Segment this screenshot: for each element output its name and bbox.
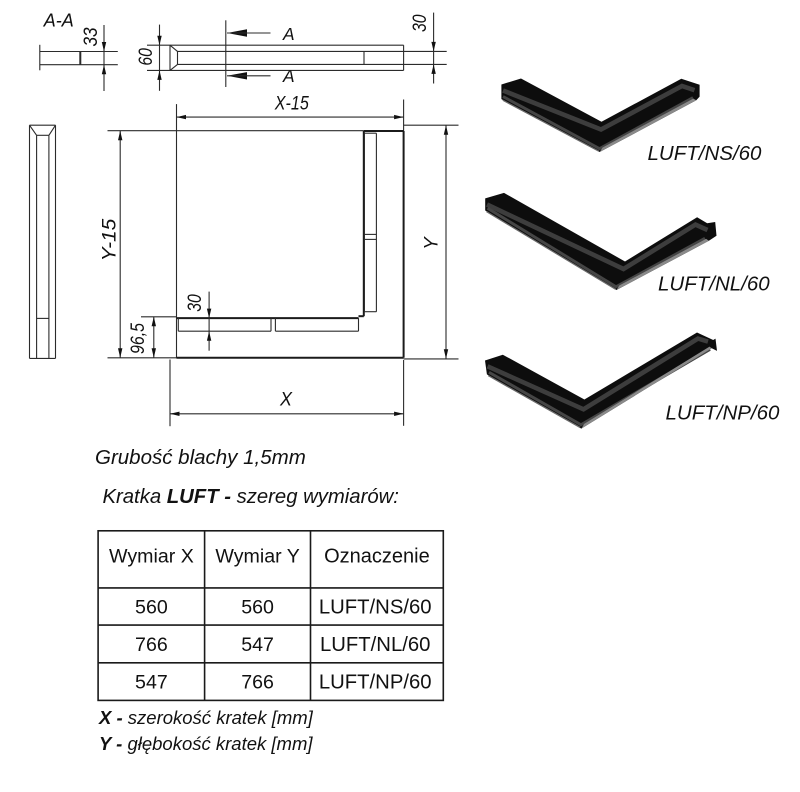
svg-text:LUFT/NP/60: LUFT/NP/60 <box>666 402 781 425</box>
svg-text:560: 560 <box>241 597 274 619</box>
svg-text:Y: Y <box>421 236 442 250</box>
svg-text:Oznaczenie: Oznaczenie <box>324 545 430 567</box>
svg-text:766: 766 <box>241 672 274 694</box>
svg-text:X - szerokość kratek [mm]: X - szerokość kratek [mm] <box>98 707 314 728</box>
svg-text:96,5: 96,5 <box>128 323 149 354</box>
svg-text:LUFT/NL/60: LUFT/NL/60 <box>320 634 430 656</box>
svg-text:Y - głębokość kratek [mm]: Y - głębokość kratek [mm] <box>99 733 313 754</box>
svg-text:Wymiar Y: Wymiar Y <box>215 545 299 567</box>
svg-text:Wymiar X: Wymiar X <box>109 545 194 567</box>
svg-text:60: 60 <box>136 48 157 66</box>
svg-text:LUFT/NP/60: LUFT/NP/60 <box>319 672 432 694</box>
svg-text:LUFT/NL/60: LUFT/NL/60 <box>658 273 770 296</box>
svg-text:33: 33 <box>81 27 102 46</box>
svg-text:A-A: A-A <box>43 10 74 30</box>
svg-text:X: X <box>279 390 293 411</box>
svg-text:30: 30 <box>410 14 431 32</box>
svg-text:Kratka LUFT - szereg wymiarów:: Kratka LUFT - szereg wymiarów: <box>103 486 399 508</box>
svg-text:547: 547 <box>241 634 274 656</box>
svg-text:LUFT/NS/60: LUFT/NS/60 <box>648 142 763 165</box>
svg-text:547: 547 <box>135 672 168 694</box>
svg-text:Grubość blachy 1,5mm: Grubość blachy 1,5mm <box>95 446 306 469</box>
svg-text:30: 30 <box>185 294 206 312</box>
svg-text:A: A <box>282 24 295 44</box>
svg-text:560: 560 <box>135 597 168 619</box>
svg-text:A: A <box>282 66 295 86</box>
svg-text:Y-15: Y-15 <box>100 218 121 261</box>
svg-text:766: 766 <box>135 634 168 656</box>
svg-text:LUFT/NS/60: LUFT/NS/60 <box>319 597 432 619</box>
svg-text:X-15: X-15 <box>274 94 309 115</box>
